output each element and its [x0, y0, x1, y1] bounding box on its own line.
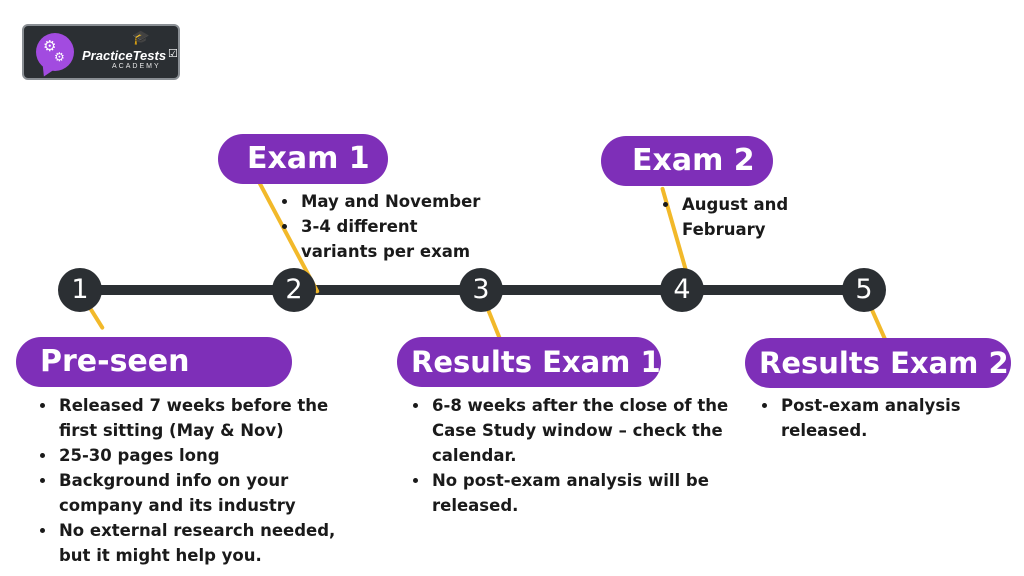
gear-icon: ⚙: [54, 50, 65, 64]
list-item: 6-8 weeks after the close of the Case St…: [430, 393, 730, 468]
timeline-node-4: 4: [660, 268, 704, 312]
stage-bullets-results-exam-1: 6-8 weeks after the close of the Case St…: [411, 393, 730, 518]
list-item: 25-30 pages long: [57, 443, 347, 468]
stage-bullets-results-exam-2: Post-exam analysis released.: [760, 393, 979, 443]
speech-bubble-icon: ⚙ ⚙: [36, 33, 74, 71]
list-item: No post-exam analysis will be released.: [430, 468, 730, 518]
stage-bullets-exam-1: May and November 3-4 different variants …: [280, 189, 499, 264]
list-item: Background info on your company and its …: [57, 468, 347, 518]
timeline-node-3: 3: [459, 268, 503, 312]
graduation-cap-icon: 🎓: [132, 30, 150, 46]
gear-icon: ⚙: [43, 37, 57, 55]
stage-title-exam-2: Exam 2: [601, 136, 773, 186]
stage-title-results-exam-2: Results Exam 2: [745, 338, 1011, 388]
stage-bullets-exam-2: August and February: [661, 192, 820, 242]
practicetests-logo: ⚙ ⚙ 🎓 PracticeTests ☑ ACADEMY: [22, 24, 180, 80]
stage-title-results-exam-1: Results Exam 1: [397, 337, 661, 387]
stage-title-exam-1: Exam 1: [218, 134, 388, 184]
list-item: August and February: [680, 192, 820, 242]
list-item: Released 7 weeks before the first sittin…: [57, 393, 347, 443]
checkbox-icon: ☑: [168, 47, 178, 60]
stage-bullets-pre-seen: Released 7 weeks before the first sittin…: [38, 393, 347, 568]
list-item: May and November: [299, 189, 499, 214]
timeline-node-5: 5: [842, 268, 886, 312]
list-item: 3-4 different variants per exam: [299, 214, 499, 264]
stage-title-pre-seen: Pre-seen: [16, 337, 292, 387]
list-item: Post-exam analysis released.: [779, 393, 979, 443]
logo-name: PracticeTests: [82, 48, 167, 63]
timeline-node-2: 2: [272, 268, 316, 312]
logo-subtitle: ACADEMY: [112, 63, 161, 70]
list-item: No external research needed, but it migh…: [57, 518, 347, 568]
timeline-node-1: 1: [58, 268, 102, 312]
